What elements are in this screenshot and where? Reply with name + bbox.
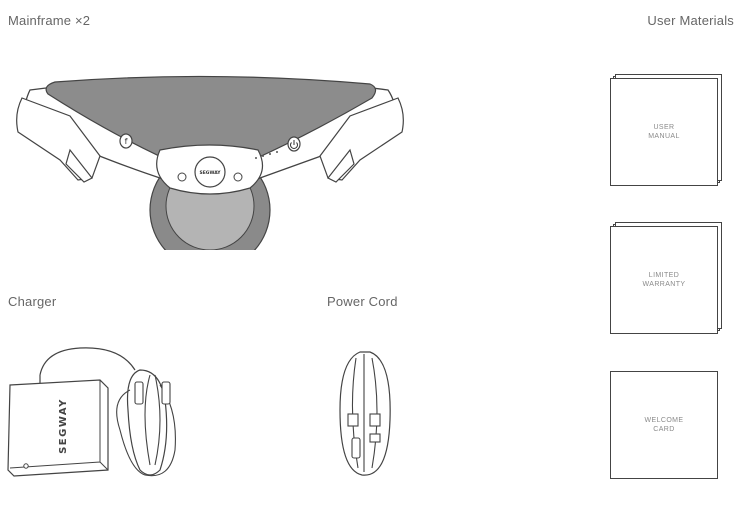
svg-text:f: f	[125, 137, 128, 146]
limited-warranty-booklet: LIMITED WARRANTY	[610, 222, 722, 334]
battery-indicator-dots	[255, 151, 278, 159]
mainframe-logo: SEGWAY	[199, 170, 221, 176]
mainframe-illustration: SEGWAY f	[16, 75, 404, 250]
limited-warranty-title: LIMITED WARRANTY	[642, 272, 686, 288]
charger-label: Charger	[8, 294, 57, 309]
mainframe-label: Mainframe ×2	[8, 13, 91, 28]
right-wing	[319, 97, 404, 181]
welcome-card-title: WELCOME CARD	[644, 417, 684, 433]
power-cord-illustration	[339, 351, 391, 476]
charger-logo: SEGWAY	[58, 398, 69, 454]
left-wing	[16, 97, 101, 181]
power-button-icon	[287, 136, 301, 152]
welcome-card: WELCOME CARD	[610, 371, 718, 479]
user-materials-label: User Materials	[647, 13, 734, 28]
left-button-icon: f	[119, 133, 133, 149]
power-cord-label: Power Cord	[327, 294, 398, 309]
user-manual-title: USER MANUAL	[648, 124, 680, 140]
charger-illustration: SEGWAY	[7, 347, 176, 477]
user-manual-booklet: USER MANUAL	[610, 74, 722, 186]
foot-pad	[45, 75, 377, 175]
